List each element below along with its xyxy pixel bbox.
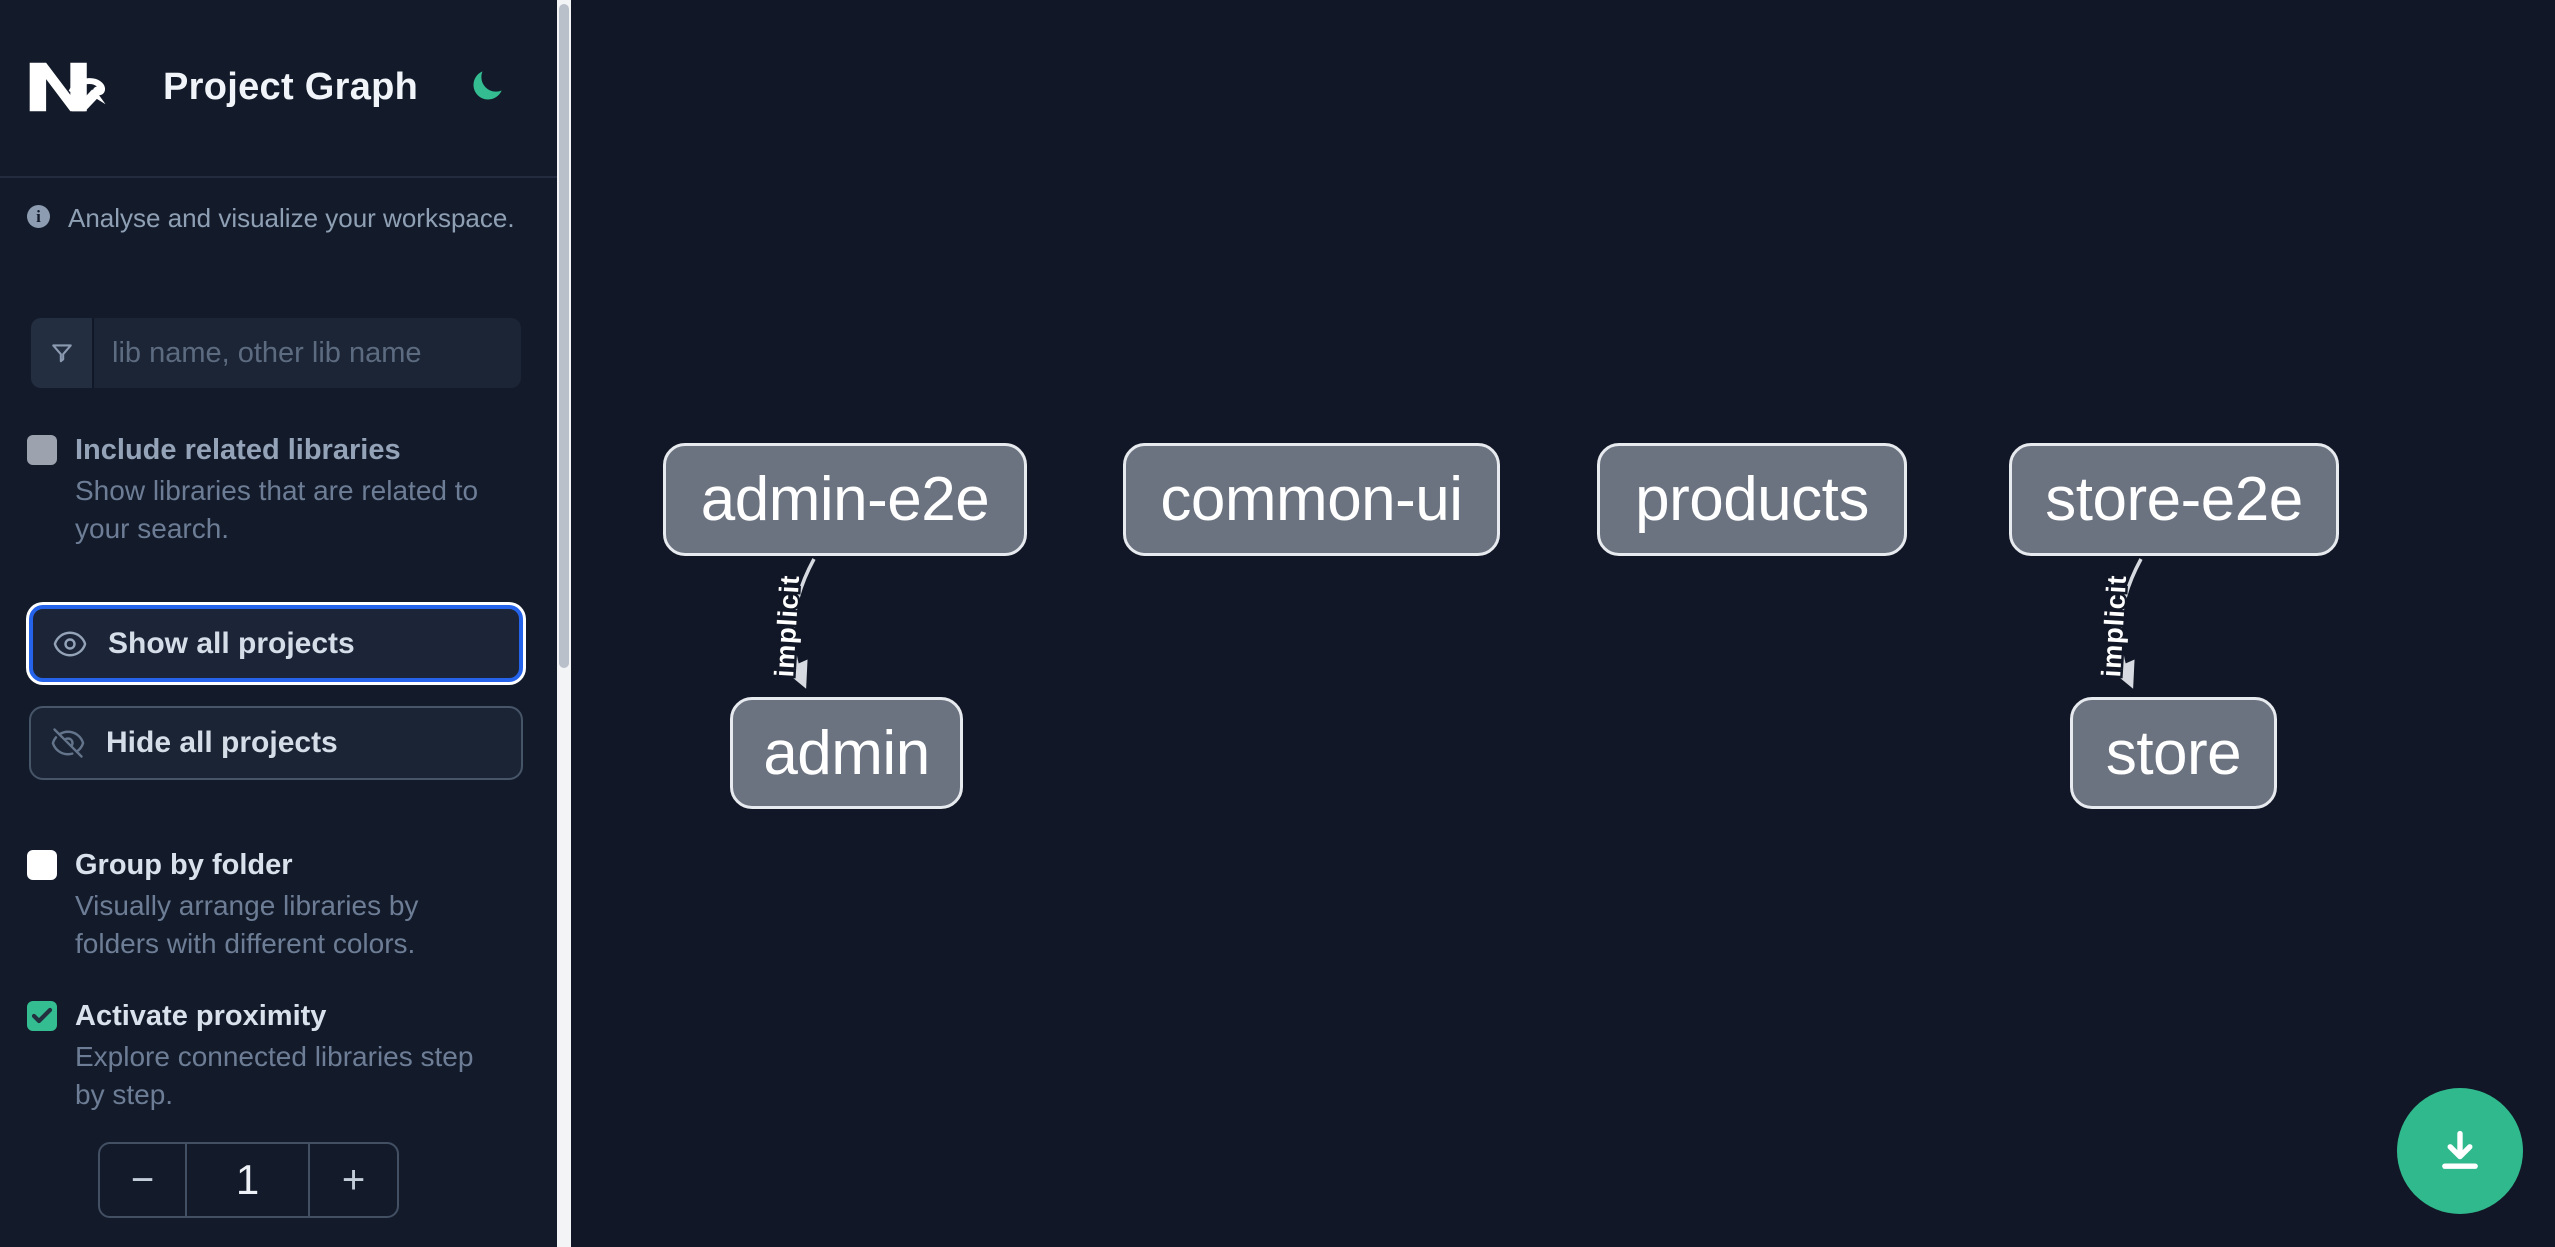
group-by-folder-label: Group by folder [75, 849, 293, 881]
search-input[interactable] [94, 318, 521, 388]
workspace-tagline: Analyse and visualize your workspace. [68, 203, 515, 233]
proximity-depth-stepper: − 1 + [98, 1142, 399, 1218]
workspace-tagline-row: i Analyse and visualize your workspace. [27, 203, 527, 233]
graph-node-admin[interactable]: admin [730, 697, 963, 809]
hide-all-projects-button[interactable]: Hide all projects [29, 706, 523, 780]
activate-proximity-description: Explore connected libraries step by step… [75, 1041, 474, 1110]
sidebar-divider [0, 176, 557, 178]
decrement-button[interactable]: − [100, 1144, 187, 1216]
sidebar-scrollbar-track[interactable] [557, 0, 571, 1247]
edge-store-e2e-store[interactable] [2110, 558, 2143, 689]
activate-proximity-label: Activate proximity [75, 1000, 327, 1032]
group-by-folder-checkbox[interactable] [27, 850, 57, 880]
download-icon [2442, 1130, 2478, 1169]
eye-slash-icon [51, 728, 85, 758]
show-all-projects-button[interactable]: Show all projects [29, 605, 523, 682]
filter-icon-cell [31, 318, 94, 388]
activate-proximity-checkbox[interactable] [27, 1001, 57, 1031]
include-related-label: Include related libraries [75, 434, 401, 466]
increment-button[interactable]: + [308, 1144, 397, 1216]
include-related-checkbox[interactable] [27, 435, 57, 465]
graph-node-common-ui[interactable]: common-ui [1123, 443, 1500, 556]
sidebar: Project Graph i Analyse and visualize yo… [0, 0, 557, 1247]
sidebar-header: Project Graph [0, 0, 557, 176]
info-icon: i [27, 205, 50, 228]
graph-node-products[interactable]: products [1597, 443, 1907, 556]
include-related-description: Show libraries that are related to your … [75, 475, 479, 544]
edge-label-implicit-2: implicit [2096, 574, 2132, 678]
graph-canvas[interactable]: implicit implicit admin-e2e common-ui pr… [571, 0, 2555, 1247]
hide-all-projects-label: Hide all projects [106, 726, 338, 759]
filter-funnel-icon [51, 344, 72, 363]
group-by-folder-description: Visually arrange libraries by folders wi… [75, 890, 419, 959]
project-filter-group [31, 318, 521, 388]
moon-icon [473, 70, 502, 99]
page-title: Project Graph [163, 66, 419, 108]
eye-icon [53, 631, 87, 656]
option-include-related-libraries: Include related libraries Show libraries… [27, 433, 507, 548]
graph-edges: implicit implicit [767, 558, 2143, 689]
theme-toggle-button[interactable] [466, 66, 508, 108]
show-all-projects-label: Show all projects [108, 626, 355, 660]
download-graph-button[interactable] [2397, 1088, 2523, 1214]
graph-node-store-e2e[interactable]: store-e2e [2009, 443, 2339, 556]
sidebar-scrollbar-thumb[interactable] [559, 4, 569, 668]
graph-node-store[interactable]: store [2070, 697, 2277, 809]
edge-label-implicit-1: implicit [769, 574, 805, 678]
checkmark-icon [31, 1007, 53, 1024]
option-group-by-folder: Group by folder Visually arrange librari… [27, 848, 507, 963]
nx-logo [29, 62, 106, 112]
option-activate-proximity: Activate proximity Explore connected lib… [27, 999, 507, 1114]
proximity-depth-value: 1 [235, 1156, 260, 1203]
edge-admin-e2e-admin[interactable] [783, 558, 816, 689]
graph-node-admin-e2e[interactable]: admin-e2e [663, 443, 1027, 556]
